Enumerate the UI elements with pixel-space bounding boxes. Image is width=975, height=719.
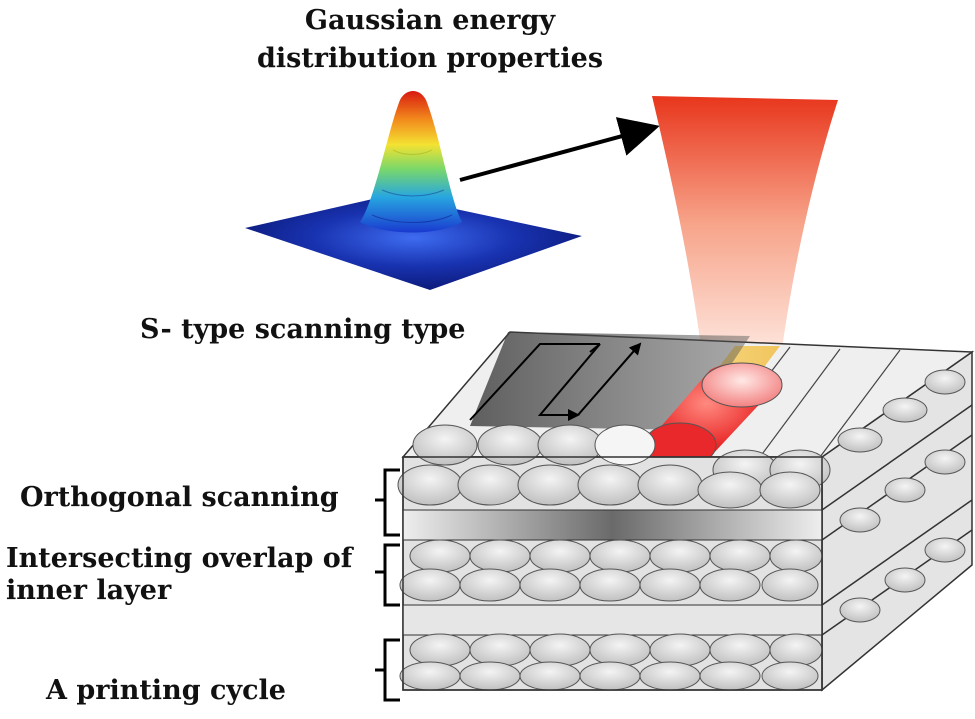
intersecting-label: Intersecting overlap of inner layer	[6, 543, 352, 607]
printing-cycle-label: A printing cycle	[46, 675, 286, 706]
title-line-1: Gaussian energy	[304, 5, 556, 36]
orthogonal-label: Orthogonal scanning	[20, 482, 339, 513]
orthogonal-bracket	[375, 468, 400, 537]
intersecting-line-1: Intersecting overlap of	[6, 543, 353, 574]
side-scales	[837, 369, 966, 623]
cycle-bracket	[375, 638, 400, 702]
gaussian-surface	[245, 91, 582, 290]
brackets	[375, 468, 400, 702]
diagram-title: Gaussian energy distribution properties	[250, 2, 610, 78]
energy-arrow	[459, 117, 660, 182]
s-type-label: S- type scanning type	[140, 314, 466, 345]
intersecting-bracket	[375, 543, 400, 607]
layer-block-front	[397, 424, 831, 691]
laser-beam	[652, 96, 838, 380]
title-line-2: distribution properties	[256, 43, 604, 74]
melt-pool	[643, 362, 783, 468]
intersecting-line-2: inner layer	[6, 575, 172, 606]
